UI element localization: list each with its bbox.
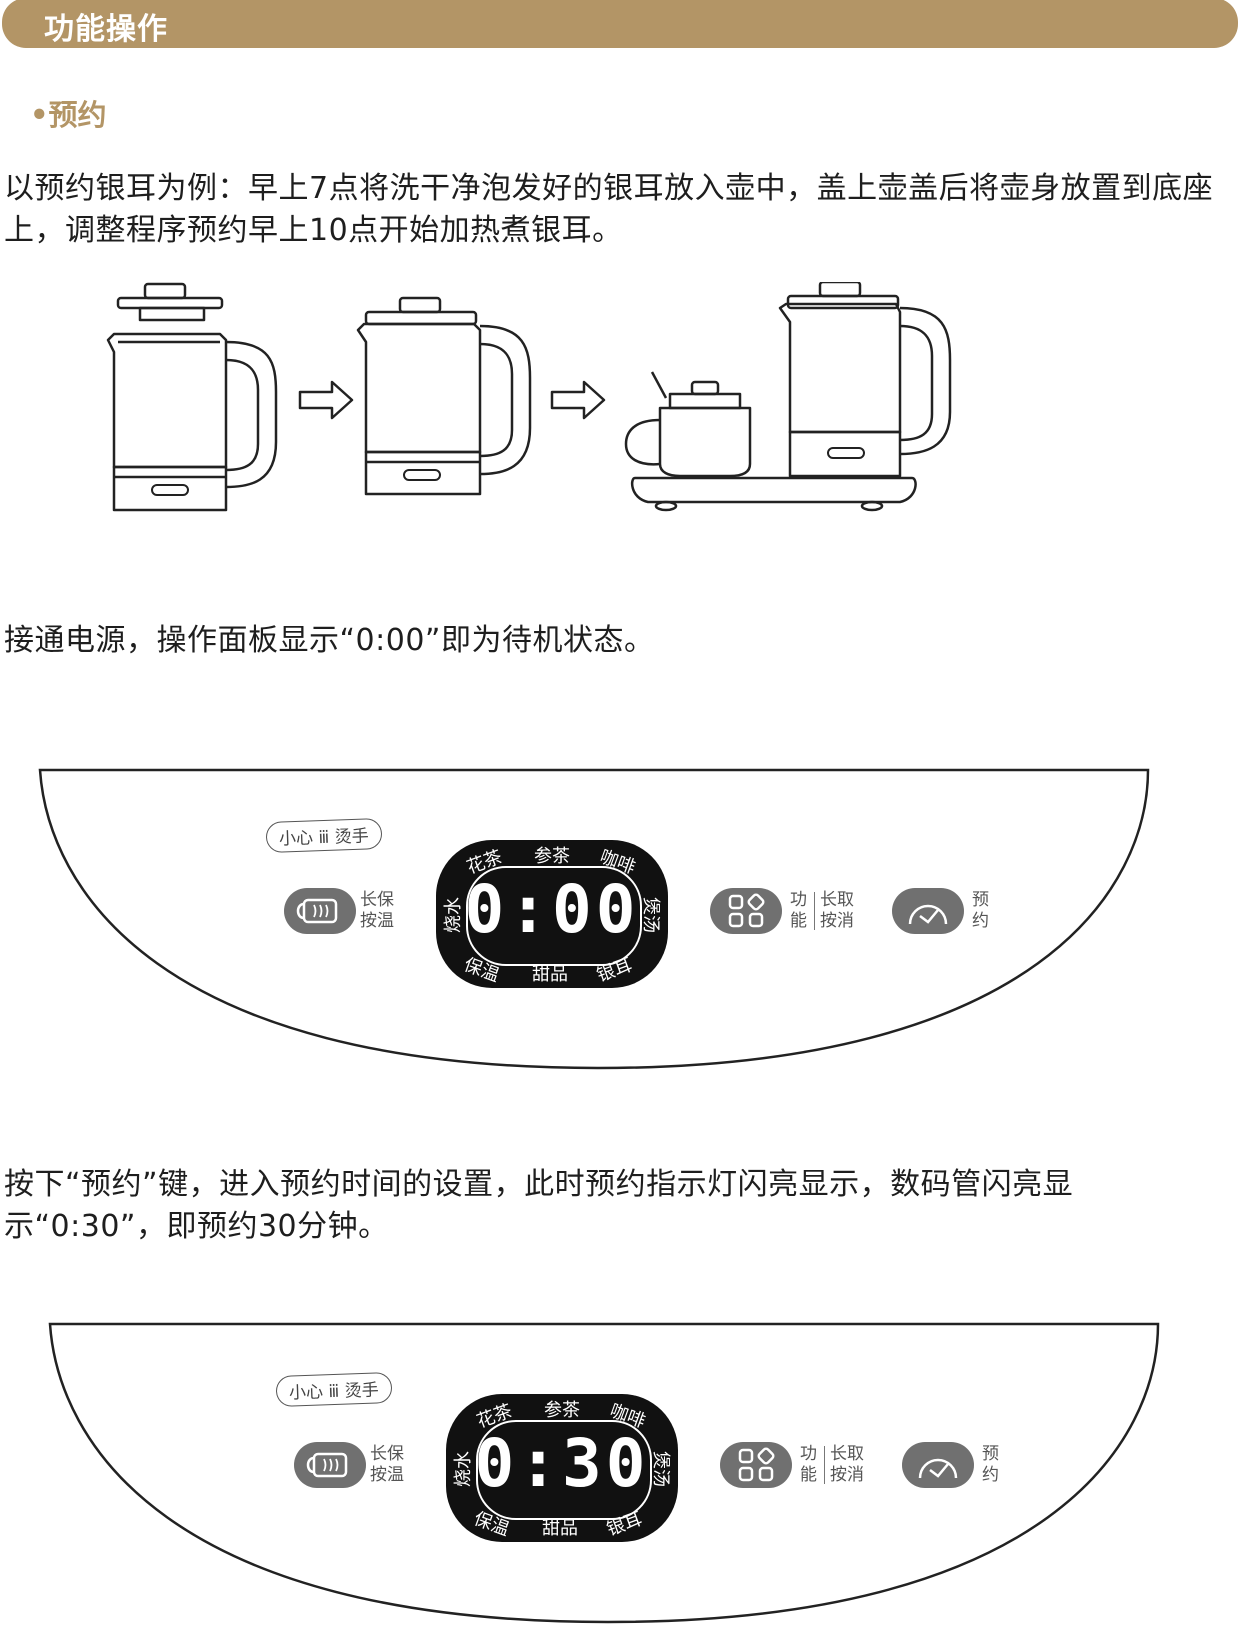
mode-label-boil-water: 烧水 [453, 1451, 474, 1487]
function-grid-icon [738, 1447, 775, 1482]
keep-warm-label-line1: 长保 [360, 890, 394, 910]
function-label-left-top: 功 [800, 1444, 817, 1464]
mode-label-soup: 煲汤 [640, 897, 661, 933]
keep-warm-label-line2: 按温 [370, 1465, 404, 1485]
function-button[interactable] [720, 1442, 792, 1488]
function-label-left-bottom: 能 [790, 911, 807, 931]
reserve-button[interactable] [892, 888, 964, 934]
clock-icon [908, 904, 948, 925]
reserve-label-bottom: 约 [982, 1465, 999, 1485]
keep-warm-label-line2: 按温 [360, 911, 394, 931]
reserve-label-top: 预 [972, 890, 989, 910]
control-panel-reserve: 小心 ⅲ 烫手 长保 按温 0:30 花茶 参茶 咖啡 烧水 煲汤 保温 甜品 … [48, 1322, 1218, 1640]
caution-hot-label: 小心 ⅲ 烫手 [275, 1371, 393, 1408]
display-digits: 0:30 [474, 1425, 650, 1502]
subsection-title: •预约 [30, 98, 107, 132]
mode-label-ginseng-tea: 参茶 [544, 1400, 580, 1421]
caution-hot-label: 小心 ⅲ 烫手 [265, 817, 383, 854]
function-label-left-bottom: 能 [800, 1465, 817, 1485]
kettle-tray-set-drawing [624, 282, 952, 512]
reserve-label-top: 预 [982, 1444, 999, 1464]
reserve-label-bottom: 约 [972, 911, 989, 931]
display-digits: 0:00 [464, 871, 640, 948]
function-label-right-top: 长取 [820, 890, 854, 910]
section-header-bar: 功能操作 [2, 0, 1238, 48]
digital-display: 0:30 花茶 参茶 咖啡 烧水 煲汤 保温 甜品 银耳 [446, 1394, 678, 1542]
mode-label-dessert: 甜品 [532, 964, 568, 985]
display-inner-ring [466, 866, 642, 966]
function-grid-icon [728, 893, 765, 928]
mode-label-ginseng-tea: 参茶 [534, 846, 570, 867]
kettle-open-lid-drawing [106, 282, 278, 512]
panel-outline [48, 1322, 1160, 1624]
display-inner-ring [476, 1420, 652, 1520]
control-panel-standby: 小心 ⅲ 烫手 长保 按温 0:00 花茶 参茶 咖啡 烧水 煲汤 保温 甜品 … [38, 768, 1208, 1088]
kettle-closed-drawing [356, 296, 532, 496]
arrow-right-icon [298, 380, 354, 420]
keep-warm-label-line1: 长保 [370, 1444, 404, 1464]
kettle-steps-illustration [106, 282, 952, 512]
mode-label-soup: 煲汤 [650, 1451, 671, 1487]
digital-display: 0:00 花茶 参茶 咖啡 烧水 煲汤 保温 甜品 银耳 [436, 840, 668, 988]
function-label-left-top: 功 [790, 890, 807, 910]
section-header-title: 功能操作 [44, 12, 168, 47]
instruction-paragraph-2: 接通电源，操作面板显示“0:00”即为待机状态。 [4, 623, 655, 658]
instruction-paragraph-1: 以预约银耳为例：早上7点将洗干净泡发好的银耳放入壶中，盖上壶盖后将壶身放置到底座… [4, 171, 1214, 248]
keep-warm-icon [306, 1452, 348, 1478]
function-label-divider [814, 892, 815, 930]
arrow-right-icon [550, 380, 606, 420]
function-label-right-bottom: 按消 [820, 911, 854, 931]
keep-warm-button[interactable] [294, 1442, 366, 1488]
function-button[interactable] [710, 888, 782, 934]
function-label-divider [824, 1446, 825, 1484]
mode-label-dessert: 甜品 [542, 1518, 578, 1539]
panel-outline [38, 768, 1150, 1070]
instruction-paragraph-3: 按下“预约”键，进入预约时间的设置，此时预约指示灯闪亮显示，数码管闪亮显示“0:… [4, 1167, 1074, 1244]
function-label-right-bottom: 按消 [830, 1465, 864, 1485]
reserve-button[interactable] [902, 1442, 974, 1488]
clock-icon [918, 1458, 958, 1479]
keep-warm-button[interactable] [284, 888, 356, 934]
function-label-right-top: 长取 [830, 1444, 864, 1464]
mode-label-boil-water: 烧水 [443, 897, 464, 933]
keep-warm-icon [296, 898, 338, 924]
